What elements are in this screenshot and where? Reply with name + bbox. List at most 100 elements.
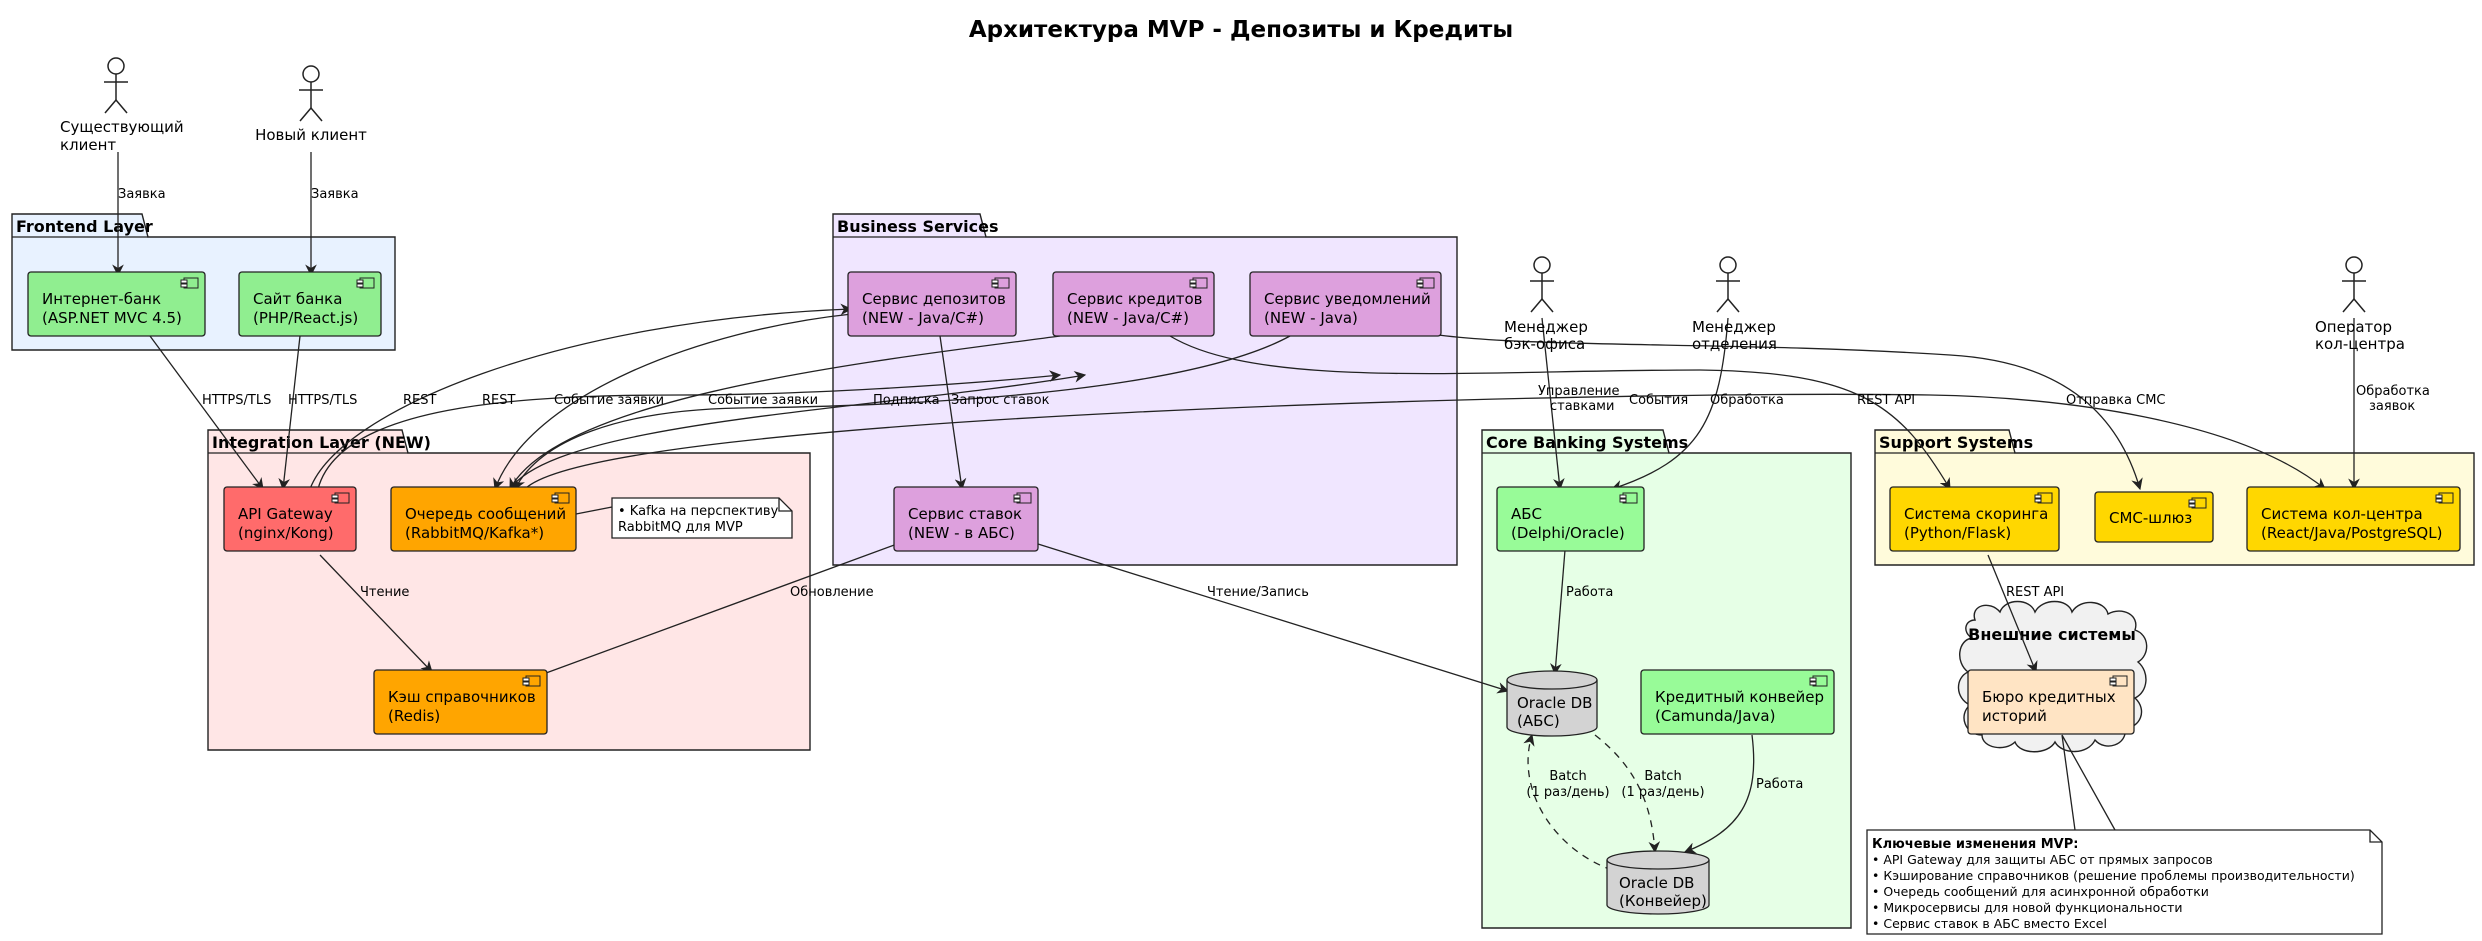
label-rest-api-2: REST API (2006, 585, 2064, 600)
note-mvp-item: • Микросервисы для новой функциональност… (1872, 900, 2183, 915)
edge-gateway-deposit-service (309, 303, 853, 490)
label-update: Обновление (790, 585, 874, 600)
note-mvp-item: • Очередь сообщений для асинхронной обра… (1872, 884, 2209, 899)
database-oracle-abs[interactable]: Oracle DB (АБС) (1506, 670, 1598, 737)
component-icon (1189, 277, 1208, 289)
package-business-title: Business Services (837, 217, 999, 236)
edge-rate-service-oracle (1037, 543, 1510, 694)
edge-labels: Заявка Заявка HTTPS/TLS HTTPS/TLS REST R… (118, 187, 2430, 800)
label-rate-mgmt-1: Управление (1538, 384, 1620, 399)
label-process-requests-1: Обработка (2356, 384, 2430, 399)
actor-label-line1: Менеджер (1504, 318, 1588, 336)
label-batch-2b: (1 раз/день) (1526, 785, 1609, 800)
component-scoring[interactable]: Система скоринга (Python/Flask) (1889, 486, 2060, 552)
edge-queue-credit-service (509, 371, 1087, 490)
component-icon (522, 675, 541, 687)
edge-internet-bank-gateway (149, 335, 264, 490)
component-deposit-service[interactable]: Сервис депозитов (NEW - Java/C#) (847, 271, 1017, 337)
database-label-2: (АБС) (1517, 712, 1560, 730)
component-label-2: (Python/Flask) (1904, 524, 2011, 542)
component-notify-service[interactable]: Сервис уведомлений (NEW - Java) (1249, 271, 1442, 337)
note-mvp-title: Ключевые изменения MVP: (1872, 837, 2078, 852)
edge-branch-manager-abs (1610, 317, 1729, 492)
component-message-queue[interactable]: Очередь сообщений (RabbitMQ/Kafka*) (390, 486, 577, 552)
edge-gateway-cache (319, 554, 433, 673)
component-label-2: (NEW - Java) (1264, 309, 1358, 327)
edge-notify-service-sms (1407, 329, 2143, 491)
component-label-2: (Redis) (388, 707, 440, 725)
component-icon (1619, 492, 1638, 504)
actor-label-line2: отделения (1692, 335, 1777, 353)
note-queue: • Kafka на перспективу RabbitMQ для MVP (611, 497, 793, 539)
actor-backoffice-manager: Менеджер бэк-офиса (1504, 256, 1588, 353)
component-label-2: (nginx/Kong) (238, 524, 334, 542)
note-mvp-changes: Ключевые изменения MVP: • API Gateway дл… (1866, 829, 2383, 935)
component-abs[interactable]: АБС (Delphi/Oracle) (1496, 486, 1645, 552)
component-label-1: Система кол-центра (2261, 505, 2423, 523)
component-label-1: Кредитный конвейер (1655, 688, 1824, 706)
component-label-1: Сайт банка (253, 290, 342, 308)
label-rate-request: Запрос ставок (951, 393, 1050, 408)
edge-note-mvp-connector (2061, 734, 2116, 831)
label-request-1: Заявка (118, 187, 166, 202)
component-credit-service[interactable]: Сервис кредитов (NEW - Java/C#) (1052, 271, 1215, 337)
component-api-gateway[interactable]: API Gateway (nginx/Kong) (223, 486, 357, 552)
component-icon (2188, 497, 2207, 509)
note-mvp-item: • API Gateway для защиты АБС от прямых з… (1872, 852, 2213, 867)
actor-label-line2: клиент (60, 136, 116, 154)
edge-rate-service-cache (525, 543, 898, 682)
edge-notify-service-queue (514, 335, 1291, 491)
component-bank-site[interactable]: Сайт банка (PHP/React.js) (238, 271, 382, 337)
component-rate-service[interactable]: Сервис ставок (NEW - в АБС) (893, 486, 1039, 552)
edges (112, 152, 2360, 871)
component-label-2: (Delphi/Oracle) (1511, 524, 1625, 542)
package-integration-title: Integration Layer (NEW) (212, 433, 431, 452)
note-queue-line2: RabbitMQ для MVP (618, 520, 743, 535)
note-mvp-item: • Кэширование справочников (решение проб… (1872, 868, 2355, 883)
label-rest-2: REST (482, 393, 515, 408)
note-queue-line1: • Kafka на перспективу (618, 504, 779, 519)
component-icon (356, 277, 375, 289)
component-label-1: Сервис депозитов (862, 290, 1006, 308)
component-label-1: Сервис кредитов (1067, 290, 1203, 308)
actor-label: Новый клиент (255, 126, 367, 144)
actor-branch-manager: Менеджер отделения (1692, 256, 1777, 353)
component-label-2: (NEW - Java/C#) (1067, 309, 1189, 327)
component-label-1: Сервис ставок (908, 505, 1022, 523)
component-icon (551, 492, 570, 504)
database-label-1: Oracle DB (1619, 874, 1694, 892)
component-ref-cache[interactable]: Кэш справочников (Redis) (373, 669, 548, 735)
label-batch-1a: Batch (1644, 769, 1681, 784)
database-label-2: (Конвейер) (1619, 892, 1707, 910)
component-label-2: (ASP.NET MVC 4.5) (42, 309, 182, 327)
label-events: События (1629, 393, 1688, 408)
component-icon (2109, 675, 2128, 687)
package-frontend-title: Frontend Layer (16, 217, 153, 236)
label-request-2: Заявка (311, 187, 359, 202)
component-credit-conveyor[interactable]: Кредитный конвейер (Camunda/Java) (1640, 669, 1835, 735)
database-label-1: Oracle DB (1517, 694, 1592, 712)
component-label-1: Кэш справочников (388, 688, 536, 706)
component-label-1: АБС (1511, 505, 1542, 523)
edge-bank-site-gateway (278, 335, 301, 491)
label-readwrite: Чтение/Запись (1207, 585, 1309, 600)
label-process-requests-2: заявок (2369, 399, 2415, 414)
component-label-1: Интернет-банк (42, 290, 161, 308)
component-label-2: (React/Java/PostgreSQL) (2261, 524, 2442, 542)
actor-new-client: Новый клиент (255, 65, 367, 144)
package-support-title: Support Systems (1879, 433, 2033, 452)
component-label-2: (Camunda/Java) (1655, 707, 1775, 725)
component-credit-bureau[interactable]: Бюро кредитных историй (1967, 669, 2135, 735)
actor-label-line1: Существующий (60, 118, 184, 136)
component-icon (2034, 492, 2053, 504)
actor-label-line1: Менеджер (1692, 318, 1776, 336)
component-sms-gateway[interactable]: СМС-шлюз (2094, 491, 2214, 543)
actor-icon (2342, 256, 2366, 313)
component-internet-bank[interactable]: Интернет-банк (ASP.NET MVC 4.5) (27, 271, 206, 337)
database-oracle-conveyor[interactable]: Oracle DB (Конвейер) (1606, 850, 1710, 915)
component-label-2: (PHP/React.js) (253, 309, 358, 327)
component-call-center[interactable]: Система кол-центра (React/Java/PostgreSQ… (2246, 486, 2461, 552)
label-send-sms: Отправка СМС (2066, 393, 2166, 408)
actor-icon (299, 65, 323, 122)
